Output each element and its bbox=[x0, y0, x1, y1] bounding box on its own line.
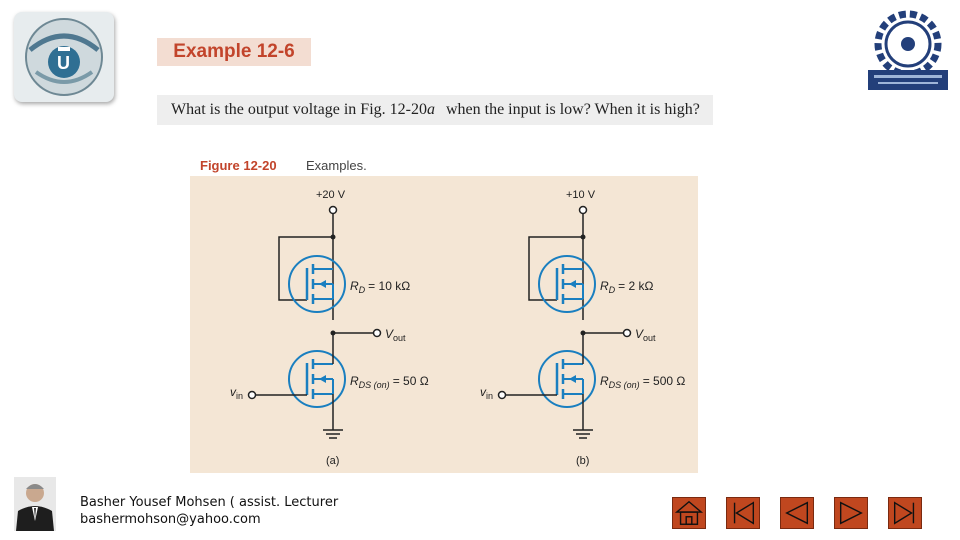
rds-label-b: RDS (on)= 500 Ω bbox=[600, 374, 685, 390]
question-banner: What is the output voltage in Fig. 12-20… bbox=[157, 95, 713, 125]
presenter-photo bbox=[14, 477, 56, 531]
vout-label-a: Vout bbox=[385, 327, 406, 343]
previous-icon bbox=[785, 501, 809, 525]
first-slide-button[interactable] bbox=[726, 497, 760, 529]
last-icon bbox=[893, 501, 915, 525]
vin-label-b: vin bbox=[480, 385, 493, 401]
presenter-email: bashermohson@yahoo.com bbox=[80, 512, 261, 527]
question-text: What is the output voltage in Fig. 12-20… bbox=[157, 101, 700, 119]
example-title: Example 12-6 bbox=[173, 41, 295, 62]
question-suffix: when the input is low? When it is high? bbox=[441, 101, 700, 118]
figure-panel bbox=[190, 156, 698, 473]
supply-voltage-b: +10 V bbox=[566, 189, 596, 201]
rd-label-b: RD= 2 kΩ bbox=[600, 279, 654, 295]
first-icon bbox=[733, 501, 755, 525]
supply-voltage-a: +20 V bbox=[316, 189, 346, 201]
next-icon bbox=[839, 501, 863, 525]
circuit-b: +10 V RD= 2 kΩ Vout RDS (on)= 500 Ω vin … bbox=[480, 189, 685, 467]
circuit-a-tag: (a) bbox=[326, 455, 339, 467]
figure-caption: Examples. bbox=[306, 158, 367, 173]
previous-slide-button[interactable] bbox=[780, 497, 814, 529]
circuit-b-tag: (b) bbox=[576, 455, 589, 467]
vin-label-a: vin bbox=[230, 385, 243, 401]
next-slide-button[interactable] bbox=[834, 497, 868, 529]
circuit-a: +20 V RD= 10 kΩ Vout RDS (on)= 50 Ω vin … bbox=[230, 189, 429, 467]
last-slide-button[interactable] bbox=[888, 497, 922, 529]
question-prefix: What is the output voltage in Fig. 12-20 bbox=[171, 101, 427, 118]
circuit-diagram: +20 V RD= 10 kΩ Vout RDS (on)= 50 Ω vin … bbox=[230, 189, 685, 467]
home-icon bbox=[674, 500, 704, 525]
university-logo: U bbox=[14, 12, 114, 102]
rds-label-a: RDS (on)= 50 Ω bbox=[350, 374, 429, 390]
question-italic: a bbox=[426, 101, 435, 118]
vout-label-b: Vout bbox=[635, 327, 656, 343]
figure-number: Figure 12-20 bbox=[200, 158, 277, 173]
home-button[interactable] bbox=[672, 497, 706, 529]
figure-header bbox=[190, 156, 698, 176]
rd-label-a: RD= 10 kΩ bbox=[350, 279, 410, 295]
example-title-banner: Example 12-6 bbox=[157, 38, 311, 66]
college-logo bbox=[864, 8, 952, 94]
svg-text:U: U bbox=[57, 53, 70, 73]
presenter-name: Basher Yousef Mohsen ( assist. Lecturer bbox=[80, 495, 339, 510]
